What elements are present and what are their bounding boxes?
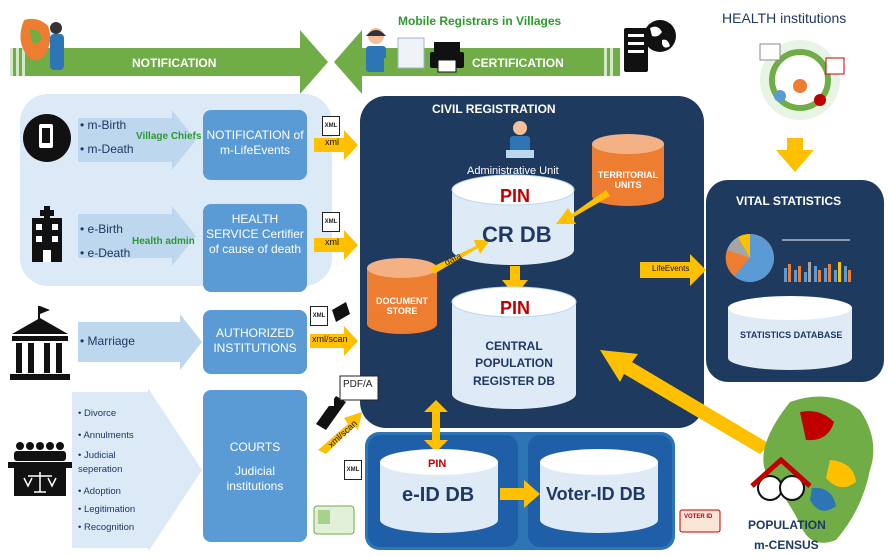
event-legitimation: • Legitimation (78, 504, 136, 515)
event-m-birth: • m-Birth (80, 118, 127, 132)
event-m-death: • m-Death (80, 142, 134, 156)
authorized-box-label: AUTHORIZED INSTITUTIONS (213, 326, 297, 355)
population-register-label: CENTRAL POPULATION REGISTER DB (472, 339, 555, 388)
vital-statistics-title: VITAL STATISTICS (736, 194, 842, 208)
statistics-database-label: STATISTICS DATABASE (740, 330, 843, 340)
population-label: POPULATION (748, 518, 826, 532)
cr-db-label: CR DB (482, 222, 552, 247)
eid-db-label: e-ID DB (402, 484, 475, 506)
population-register-pin: PIN (500, 298, 531, 318)
event-divorce: • Divorce (78, 408, 117, 419)
civil-registration-title: CIVIL REGISTRATION (432, 102, 556, 116)
certification-arrow (334, 30, 620, 94)
voter-card-label: VOTER ID (684, 514, 713, 520)
xml-arrow-label-1: xml (325, 137, 339, 147)
cr-db-pin: PIN (500, 186, 531, 206)
xml-arrow-label-2: xml (325, 237, 339, 247)
notification-arrow (10, 30, 328, 94)
xml-file-icon-2: XML (322, 212, 340, 232)
event-annulments: • Annulments (78, 430, 134, 441)
notification-box (203, 110, 307, 180)
notification-label: NOTIFICATION (132, 56, 217, 70)
life-events-arrow-label: LifeEvents (652, 264, 690, 273)
xml-file-icon-3: XML (310, 306, 328, 326)
health-institutions-label: HEALTH institutions (722, 10, 847, 26)
authorized-box (203, 310, 307, 374)
notification-box-label: NOTIFICATION of m-LifeEvents (206, 128, 304, 157)
village-chiefs-label: Village Chiefs (136, 131, 202, 142)
health-service-box (203, 204, 307, 292)
event-recognition: • Recognition (78, 522, 135, 533)
event-e-death: • e-Death (80, 246, 131, 260)
territorial-units-label: TERRITORIAL UNITS (597, 170, 659, 190)
event-e-birth: • e-Birth (80, 222, 123, 236)
xml-file-icon-4: XML (344, 460, 362, 480)
xmlscan-arrow-label-1: xml/scan (312, 334, 348, 344)
courts-box-subtitle: Judicial institutions (226, 464, 284, 493)
courts-box-title: COURTS (229, 440, 281, 454)
health-service-box-label: HEALTH SERVICE Certifier of cause of dea… (206, 212, 304, 256)
administrative-unit-label: Administrative Unit (467, 165, 559, 177)
xml-file-icon-1: XML (322, 116, 340, 136)
event-marriage: • Marriage (80, 334, 135, 348)
pdfa-label: PDF/A (343, 379, 373, 390)
event-judicial-separation: • Judicial seperation (78, 450, 123, 476)
document-store-label: DOCUMENT STORE (376, 296, 428, 316)
health-admin-label: Health admin (132, 236, 195, 247)
m-census-label: m-CENSUS (754, 538, 819, 552)
event-adoption: • Adoption (78, 486, 121, 497)
mobile-registrars-label: Mobile Registrars in Villages (398, 14, 562, 28)
certification-label: CERTIFICATION (472, 56, 564, 70)
eid-db-pin: PIN (428, 458, 447, 470)
courts-box (203, 390, 307, 542)
voter-id-db-label: Voter-ID DB (546, 484, 646, 504)
